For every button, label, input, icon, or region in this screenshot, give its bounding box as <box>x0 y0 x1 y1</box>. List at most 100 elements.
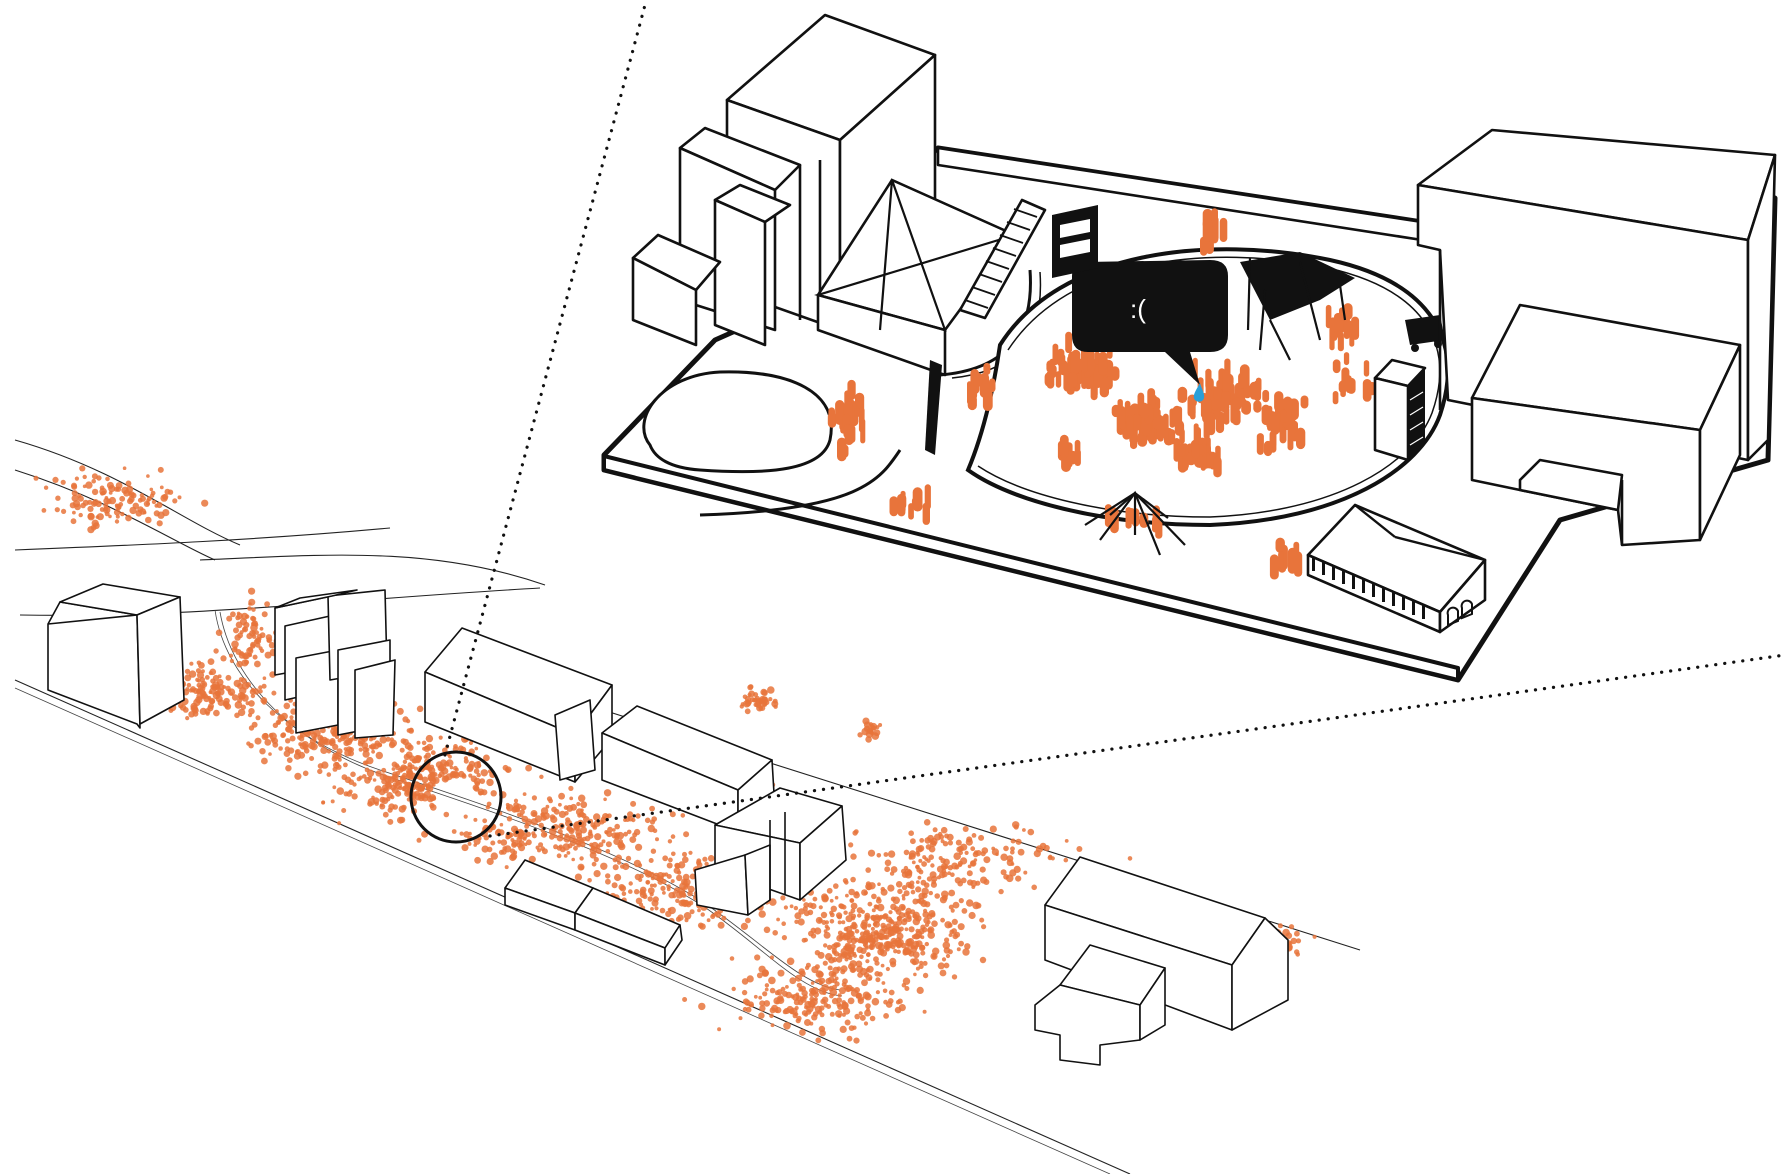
crowd-dot <box>1064 858 1069 863</box>
crowd-dot <box>671 879 675 883</box>
crowd-dot <box>223 701 230 708</box>
crowd-dot <box>248 599 255 606</box>
crowd-dot <box>902 897 906 901</box>
crowd-dot <box>303 744 309 750</box>
crowd-dot <box>890 871 894 875</box>
crowd-dot <box>853 892 860 899</box>
crowd-dot <box>144 501 150 507</box>
crowd-dot <box>851 908 856 913</box>
crowd-dot <box>571 858 575 862</box>
crowd-dot <box>202 682 206 686</box>
crowd-dot <box>72 511 76 515</box>
crowd-figure <box>1364 360 1369 377</box>
crowd-dot <box>780 895 785 900</box>
crowd-dot <box>157 520 163 526</box>
crowd-dot <box>390 737 394 741</box>
crowd-dot <box>701 912 705 916</box>
crowd-dot <box>909 850 916 857</box>
crowd-dot <box>838 931 843 936</box>
crowd-dot <box>246 741 250 745</box>
crowd-dot <box>564 805 569 810</box>
crowd-dot <box>798 918 805 925</box>
crowd-dot <box>576 833 582 839</box>
crowd-dot <box>865 959 869 963</box>
crowd-dot <box>888 998 894 1004</box>
pond <box>644 372 831 472</box>
crowd-dot <box>607 813 612 818</box>
crowd-figure <box>1220 218 1228 242</box>
crowd-dot <box>75 477 79 481</box>
crowd-dot <box>265 652 272 659</box>
crowd-figure <box>1346 375 1352 393</box>
crowd-dot <box>1010 846 1015 851</box>
crowd-dot <box>881 889 888 896</box>
crowd-dot <box>874 961 879 966</box>
crowd-figure <box>914 495 919 510</box>
crowd-dot <box>564 811 569 816</box>
crowd-dot <box>285 765 291 771</box>
crowd-dot <box>256 715 261 720</box>
crowd-dot <box>681 813 686 818</box>
crowd-dot <box>479 778 485 784</box>
crowd-dot <box>146 474 150 478</box>
crowd-figure <box>1264 441 1272 456</box>
crowd-dot <box>698 1003 705 1010</box>
crowd-dot <box>275 709 279 713</box>
crowd-dot <box>888 919 893 924</box>
crowd-dot <box>380 803 384 807</box>
crowd-dot <box>262 700 267 705</box>
crowd-dot <box>962 948 969 955</box>
crowd-dot <box>380 736 387 743</box>
crowd-dot <box>702 857 707 862</box>
crowd-dot <box>414 767 418 771</box>
crowd-dot <box>655 837 659 841</box>
crowd-dot <box>371 750 375 754</box>
crowd-dot <box>851 923 857 929</box>
crowd-dot <box>922 888 929 895</box>
crowd-dot <box>648 887 655 894</box>
crowd-dot <box>845 943 852 950</box>
crowd-dot <box>1012 821 1019 828</box>
crowd-dot <box>765 988 769 992</box>
crowd-dot <box>649 806 655 812</box>
crowd-dot <box>768 697 772 701</box>
crowd-dot <box>71 484 77 490</box>
crowd-dot <box>333 762 340 769</box>
crowd-dot <box>235 615 240 620</box>
crowd-dot <box>781 921 786 926</box>
crowd-figure <box>1205 369 1211 389</box>
crowd-dot <box>924 901 930 907</box>
crowd-dot <box>358 741 364 747</box>
crowd-dot <box>707 918 711 922</box>
crowd-dot <box>817 971 823 977</box>
crowd-dot <box>852 952 856 956</box>
crowd-dot <box>1291 938 1297 944</box>
crowd-figure <box>1244 385 1251 399</box>
crowd-dot <box>542 848 548 854</box>
crowd-dot <box>204 708 210 714</box>
crowd-dot <box>760 705 766 711</box>
crowd-dot <box>970 861 975 866</box>
crowd-dot <box>815 1037 821 1043</box>
crowd-dot <box>867 728 873 734</box>
crowd-figure <box>1211 208 1218 224</box>
crowd-dot <box>236 622 243 629</box>
crowd-dot <box>747 685 753 691</box>
crowd-dot <box>303 771 309 777</box>
crowd-dot <box>884 852 889 857</box>
crowd-dot <box>677 871 681 875</box>
crowd-dot <box>866 1008 870 1012</box>
crowd-dot <box>216 629 223 636</box>
crowd-dot <box>776 918 780 922</box>
crowd-dot <box>916 880 920 884</box>
crowd-dot <box>443 775 449 781</box>
crowd-dot <box>397 817 404 824</box>
crowd-dot <box>676 875 682 881</box>
crowd-dot <box>980 877 987 884</box>
crowd-dot <box>248 713 252 717</box>
crowd-dot <box>897 916 902 921</box>
crowd-dot <box>881 964 885 968</box>
crowd-dot <box>337 787 345 795</box>
crowd-dot <box>638 863 642 867</box>
crowd-dot <box>770 1007 776 1013</box>
